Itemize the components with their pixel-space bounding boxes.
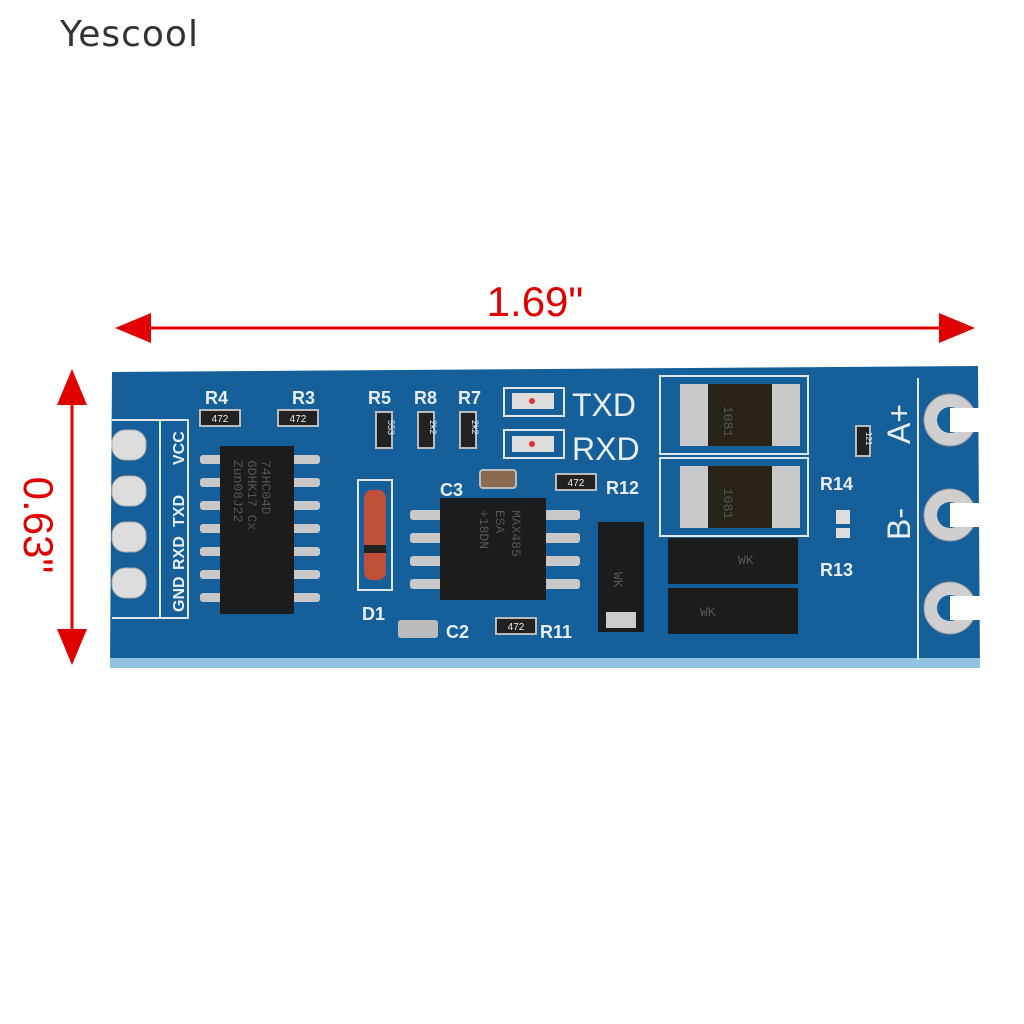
pin-label-vcc: VCC <box>171 431 188 465</box>
svg-text:+18DN: +18DN <box>476 510 491 549</box>
label-r8: R8 <box>414 388 437 408</box>
svg-text:2k2: 2k2 <box>470 420 480 435</box>
height-label: 0.63" <box>15 477 62 574</box>
fuse-2: 1081 <box>680 466 800 528</box>
resistor-r11: 472 <box>495 617 537 635</box>
resistor-r5: 553 <box>375 411 396 449</box>
svg-text:Zun08J22: Zun08J22 <box>230 460 245 522</box>
label-r11: R11 <box>540 622 572 642</box>
pin-label-txd: TXD <box>171 495 188 527</box>
resistor-r3: 472 <box>277 409 319 427</box>
label-r3: R3 <box>292 388 315 408</box>
width-label: 1.69" <box>487 278 584 325</box>
resistor-r7: 2k2 <box>459 411 480 449</box>
label-rxd: RXD <box>572 431 640 467</box>
pin-label-gnd: GND <box>171 576 188 612</box>
label-c3: C3 <box>440 480 463 500</box>
watermark-brand: Yescool <box>60 14 199 55</box>
label-b-minus: B- <box>881 508 917 540</box>
svg-text:WK: WK <box>610 572 625 588</box>
label-r4: R4 <box>205 388 228 408</box>
diode-outline <box>357 479 393 591</box>
capacitor-c3 <box>479 469 517 489</box>
label-r7: R7 <box>458 388 481 408</box>
chip-max485: MAX485 ESA +18DN <box>410 498 580 600</box>
pin-label-rxd: RXD <box>171 536 188 570</box>
chip-74hc04d: 74HC04D 6DHK17 Cx Zun08J22 <box>200 446 320 614</box>
label-r13: R13 <box>820 560 853 580</box>
svg-text:MAX485: MAX485 <box>508 510 523 557</box>
label-r12: R12 <box>606 478 639 498</box>
diode-d1 <box>364 490 386 580</box>
svg-text:472: 472 <box>568 478 585 489</box>
label-d1: D1 <box>362 604 385 624</box>
svg-text:553: 553 <box>386 420 396 435</box>
pin-holes <box>111 429 147 599</box>
resistor-r12: 472 <box>555 473 597 491</box>
label-r5: R5 <box>368 388 391 408</box>
svg-text:1081: 1081 <box>720 406 735 437</box>
svg-text:WK: WK <box>700 605 716 620</box>
label-txd: TXD <box>572 387 636 423</box>
svg-text:2k2: 2k2 <box>428 420 438 435</box>
resistor-r13 <box>836 510 850 524</box>
svg-text:472: 472 <box>212 414 229 425</box>
fuse-1: 1081 <box>680 384 800 446</box>
tvs-pair: WK WK <box>668 538 798 634</box>
svg-text:6DHK17 Cx: 6DHK17 Cx <box>244 460 259 530</box>
label-r14: R14 <box>820 474 853 494</box>
label-a-plus: A+ <box>881 404 917 444</box>
label-c2: C2 <box>446 622 469 642</box>
resistor-r4: 472 <box>199 409 241 427</box>
svg-text:472: 472 <box>508 622 525 633</box>
svg-text:121: 121 <box>864 432 873 446</box>
svg-text:472: 472 <box>290 414 307 425</box>
svg-text:ESA: ESA <box>492 510 507 534</box>
capacitor-c2 <box>398 620 438 638</box>
resistor-r14: 121 <box>855 425 873 457</box>
svg-text:1081: 1081 <box>720 488 735 519</box>
pcb-board: GND RXD TXD VCC 74HC04D 6DHK17 Cx Zun08J… <box>110 366 980 668</box>
resistor-r8: 2k2 <box>417 411 438 449</box>
svg-text:WK: WK <box>738 553 754 568</box>
svg-text:74HC04D: 74HC04D <box>258 460 273 515</box>
